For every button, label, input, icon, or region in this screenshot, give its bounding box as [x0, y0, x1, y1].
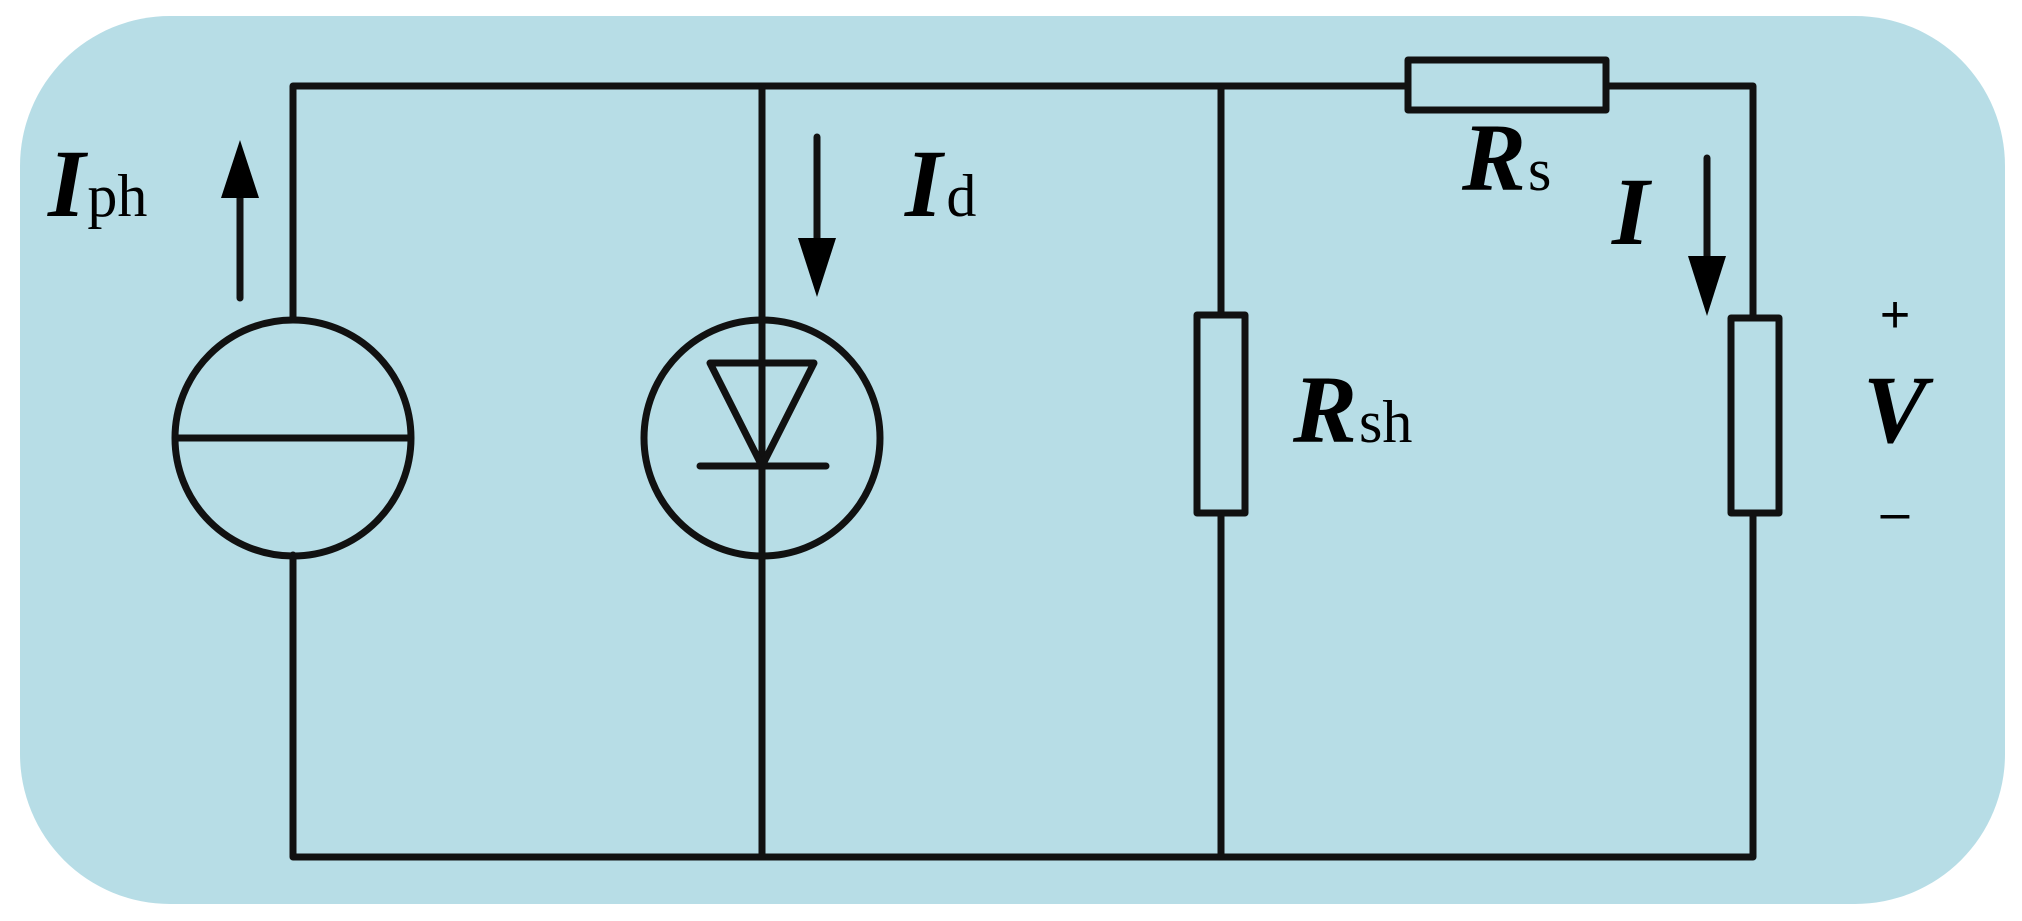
voltage-label: V [1863, 356, 1934, 463]
diode-current-arrow [798, 133, 836, 297]
series-resistor-label: Rs [1461, 104, 1551, 211]
output-current-label: I [1611, 158, 1653, 265]
diode-symbol [640, 316, 884, 560]
load-resistor [1727, 314, 1783, 517]
series-resistor [1404, 56, 1610, 114]
background-panel [20, 16, 2005, 904]
photo-current-arrow [221, 140, 259, 302]
top-right-wire [1602, 82, 1757, 322]
current-source [171, 316, 415, 560]
diode-current-label: Id [904, 130, 976, 237]
top-wire [289, 82, 1412, 324]
shunt-resistor-label: Rsh [1292, 356, 1412, 463]
voltage-minus-sign: – [1881, 484, 1910, 542]
photo-current-label: Iph [47, 130, 147, 237]
bottom-wire [289, 509, 1757, 861]
output-current-arrow [1688, 154, 1726, 316]
voltage-plus-sign: + [1880, 286, 1910, 344]
